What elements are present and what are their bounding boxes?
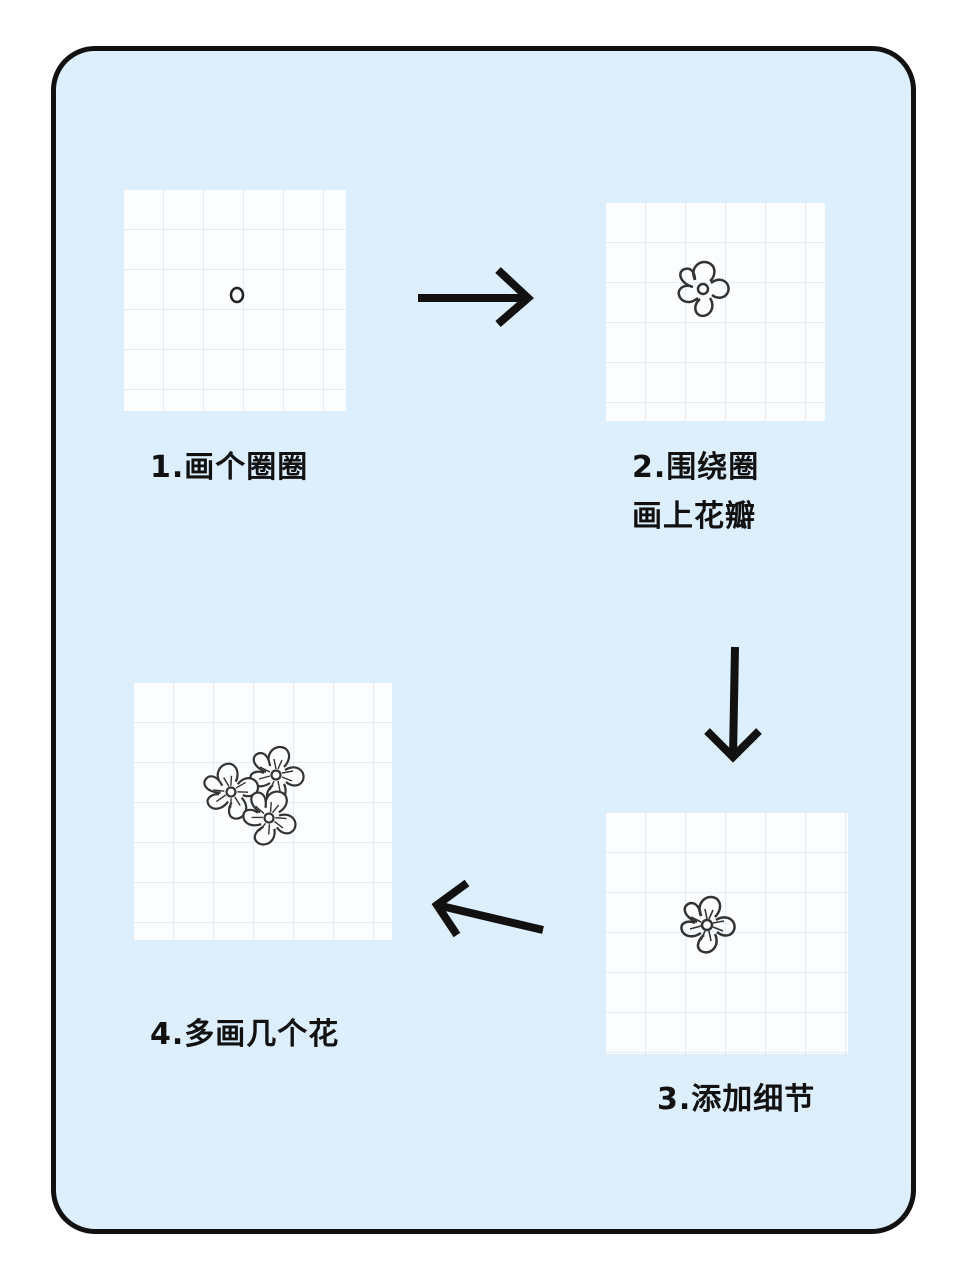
step-2-label-line2: 画上花瓣 [632,499,756,534]
step-1-label: 1.画个圈圈 [150,450,309,485]
small-circle-icon [229,286,245,304]
flower-cluster-icon [196,745,305,853]
flower-outline-icon [677,260,730,318]
arrow-down-icon [704,646,762,763]
step-4-panel [133,682,392,940]
step-2-label-line1: 2.围绕圈 [632,450,760,485]
detailed-flower-icon [680,895,736,954]
step-2-panel [605,202,825,421]
step-1-panel [123,189,346,411]
step-3-label: 3.添加细节 [657,1082,816,1117]
step-3-panel [605,812,848,1054]
step-4-label: 4.多画几个花 [150,1017,340,1052]
arrow-right-icon [418,267,534,328]
arrow-left-icon [431,879,544,938]
